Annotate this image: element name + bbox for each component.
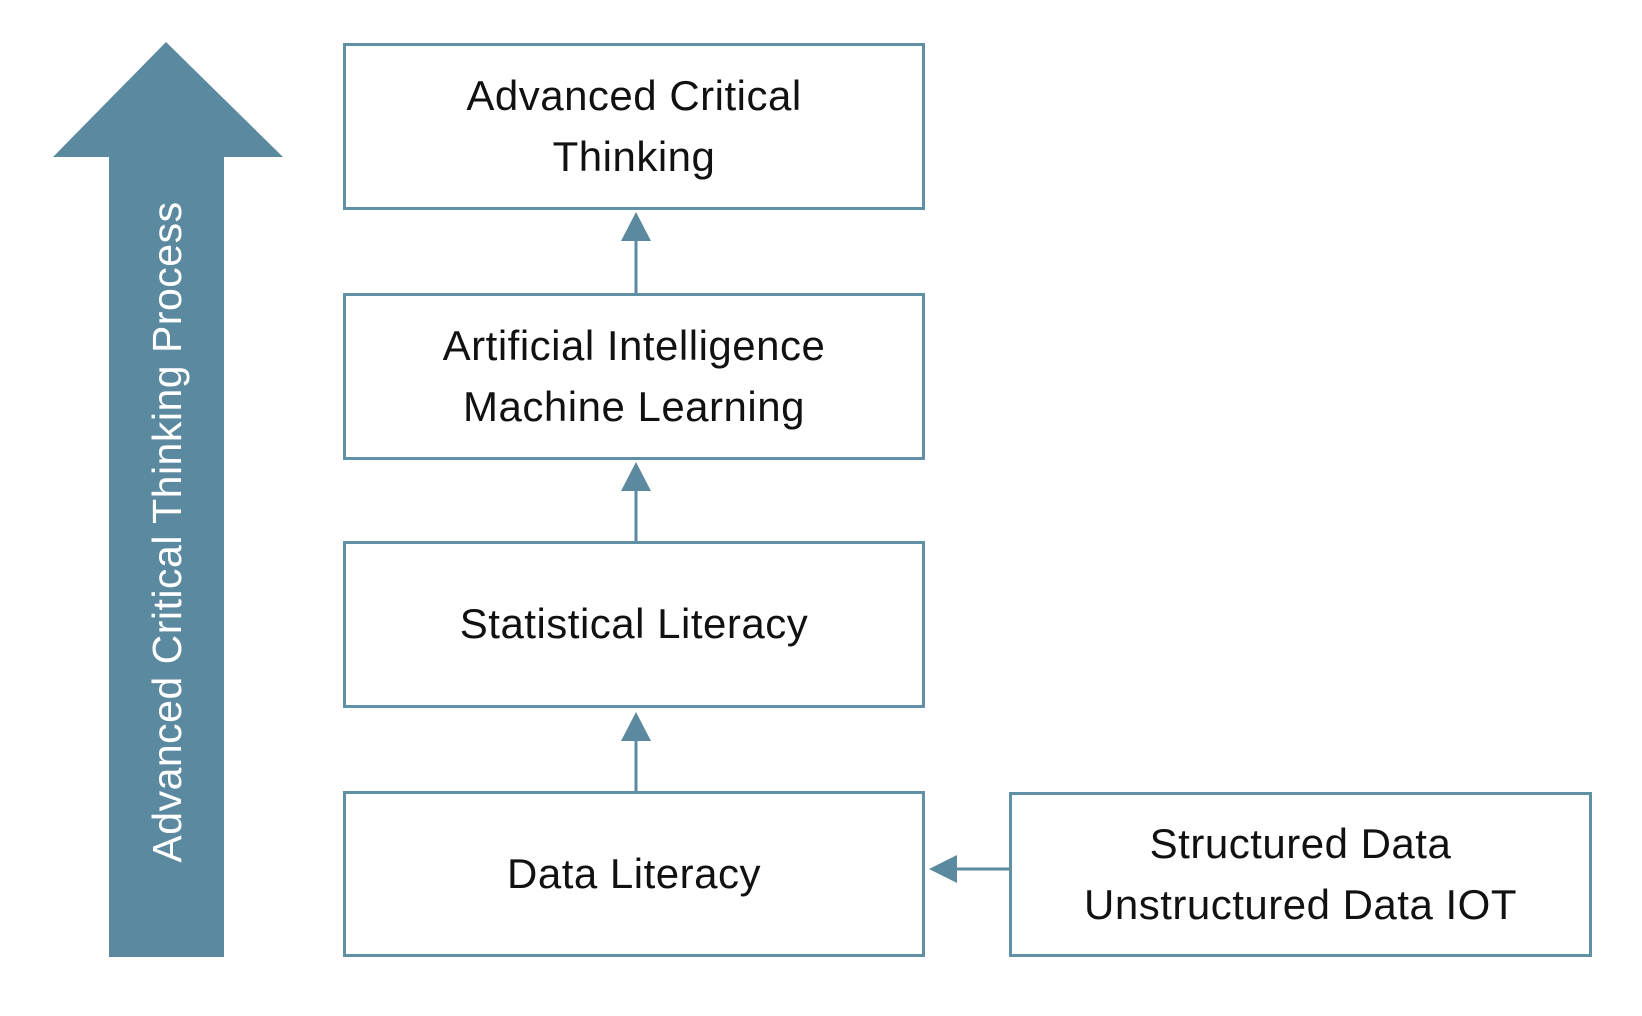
connector-left-to-data-literacy <box>929 855 1009 883</box>
box-label-line: Machine Learning <box>463 382 805 430</box>
box-label-line: Statistical Literacy <box>459 600 809 648</box>
connector-up-to-artificial-intelligence <box>621 462 651 541</box>
box-artificial-intelligence-machine-learning: Artificial Intelligence Machine Learning <box>343 293 925 460</box>
connector-up-to-statistical-literacy <box>621 712 651 791</box>
box-label-line: Artificial Intelligence <box>442 322 826 370</box>
box-label-line: Thinking <box>552 132 716 180</box>
left-arrow-icon <box>929 855 957 883</box>
connector-up-to-advanced-critical-thinking <box>621 212 651 293</box>
box-structured-unstructured-data-iot: Structured Data Unstructured Data IOT <box>1009 792 1592 957</box>
up-arrow-icon <box>621 212 651 241</box>
box-label-line: Unstructured Data IOT <box>1084 880 1517 928</box>
up-arrow-icon <box>621 462 651 491</box>
box-statistical-literacy: Statistical Literacy <box>343 541 925 708</box>
box-label-line: Advanced Critical <box>466 72 802 120</box>
process-arrow-label: Advanced Critical Thinking Process <box>144 201 190 863</box>
box-data-literacy: Data Literacy <box>343 791 925 957</box>
up-arrow-icon <box>621 712 651 741</box>
big-up-arrow-icon <box>53 42 283 957</box>
box-label-line: Structured Data <box>1149 820 1452 868</box>
box-advanced-critical-thinking: Advanced Critical Thinking <box>343 43 925 210</box>
box-label-line: Data Literacy <box>507 849 761 897</box>
